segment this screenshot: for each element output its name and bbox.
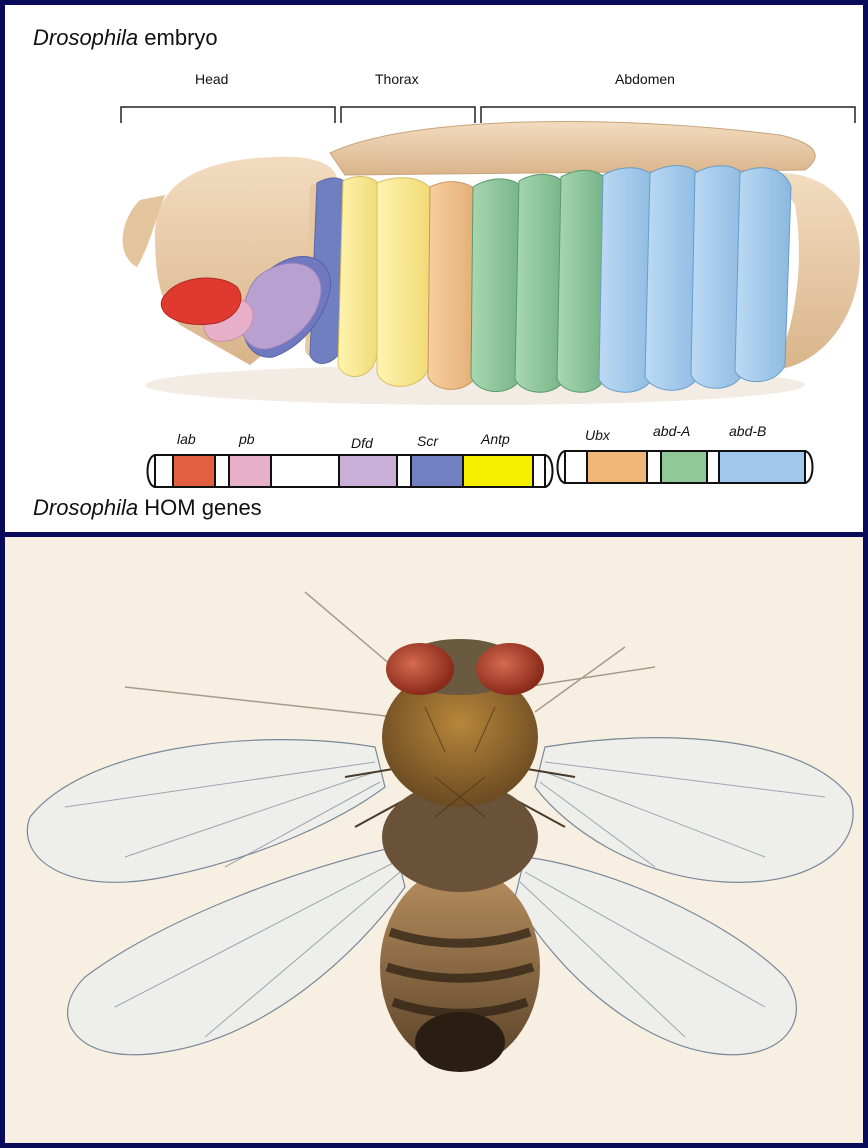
gene-block-abd-b — [719, 451, 805, 483]
fly-eye-right — [476, 643, 544, 695]
gene-block-ubx — [587, 451, 647, 483]
wing-upper-left — [27, 740, 385, 883]
antennae — [125, 592, 655, 717]
fly-photo-panel — [5, 537, 863, 1143]
abdomen-bracket — [481, 107, 855, 123]
wing-upper-right — [535, 738, 853, 883]
cluster-left-cap — [155, 455, 173, 487]
embryo-segments — [305, 166, 791, 393]
gene-label-ubx: Ubx — [585, 427, 610, 443]
gene-label-pb: pb — [239, 431, 255, 447]
gene-label-antp: Antp — [481, 431, 510, 447]
gene-block-scr — [411, 455, 463, 487]
abdomen-tip — [415, 1012, 505, 1072]
gene-block-abd-a — [661, 451, 707, 483]
gene-block-dfd — [339, 455, 397, 487]
gene-label-scr: Scr — [417, 433, 438, 449]
wing-lower-right — [515, 857, 796, 1055]
embryo-panel: Drosophila embryo Head Thorax Abdomen — [5, 5, 863, 537]
gene-label-abd-a: abd-A — [653, 423, 690, 439]
fly-illustration — [5, 537, 863, 1143]
hom-genes-title: Drosophila HOM genes — [33, 495, 262, 521]
thorax-bracket — [341, 107, 475, 123]
gene-label-dfd: Dfd — [351, 435, 373, 451]
gene-block-pb — [229, 455, 271, 487]
fly-body — [380, 639, 544, 1072]
head-bracket — [121, 107, 335, 123]
gene-label-abd-b: abd-B — [729, 423, 766, 439]
cluster2-left-cap — [565, 451, 587, 483]
gene-block-lab — [173, 455, 215, 487]
fly-eye-left — [386, 643, 454, 695]
gene-block-antp — [463, 455, 533, 487]
gene-label-lab: lab — [177, 431, 196, 447]
hom-gene-cluster — [148, 451, 813, 487]
region-brackets — [121, 107, 855, 123]
embryo-diagram — [5, 5, 863, 532]
